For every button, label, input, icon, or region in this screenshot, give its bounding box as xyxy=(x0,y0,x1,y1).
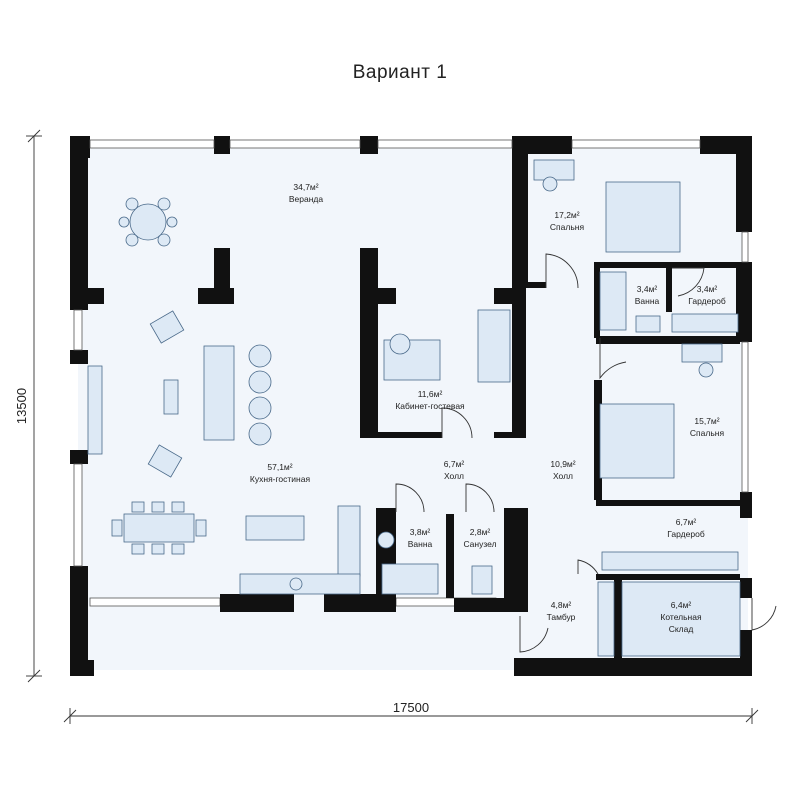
room-name-hall2: Холл xyxy=(553,471,573,481)
room-area-veranda: 34,7м² xyxy=(293,182,318,192)
width-dimension xyxy=(63,708,759,724)
room-area-bath2: 3,8м² xyxy=(410,527,431,537)
room-name-bedroom1: Спальня xyxy=(550,222,585,232)
room-name-study: Кабинет-гостевая xyxy=(395,401,465,411)
furniture xyxy=(87,159,741,657)
outer-walls xyxy=(70,136,752,676)
inner-walls xyxy=(86,154,740,658)
room-area-boiler: 6,4м² xyxy=(671,600,692,610)
room-labels: 34,7м² Веранда 17,2м² Спальня 3,4м² Ванн… xyxy=(250,182,726,634)
room-name-kitchen: Кухня-гостиная xyxy=(250,474,311,484)
room-area-kitchen: 57,1м² xyxy=(267,462,292,472)
room-name-wardrobe1: Гардероб xyxy=(688,296,726,306)
windows xyxy=(73,139,749,607)
room-area-bath1: 3,4м² xyxy=(637,284,658,294)
room-name-bath1: Ванна xyxy=(635,296,660,306)
room-name-hall1: Холл xyxy=(444,471,464,481)
room-area-vestibule: 4,8м² xyxy=(551,600,572,610)
room-area-bedroom2: 15,7м² xyxy=(694,416,719,426)
room-area-wc: 2,8м² xyxy=(470,527,491,537)
room-name2-boiler: Склад xyxy=(669,624,694,634)
room-name-veranda: Веранда xyxy=(289,194,324,204)
height-dimension xyxy=(26,129,42,683)
plan-title: Вариант 1 xyxy=(352,62,448,83)
width-label: 17500 xyxy=(393,700,429,715)
room-name-bath2: Ванна xyxy=(408,539,433,549)
doors xyxy=(395,253,777,653)
room-area-study: 11,6м² xyxy=(418,389,443,399)
room-area-hall2: 10,9м² xyxy=(550,459,575,469)
room-area-bedroom1: 17,2м² xyxy=(554,210,579,220)
room-name-wc: Санузел xyxy=(463,539,496,549)
height-label: 13500 xyxy=(14,388,29,424)
room-area-hall1: 6,7м² xyxy=(444,459,465,469)
room-name-boiler: Котельная xyxy=(660,612,702,622)
room-area-wardrobe2: 6,7м² xyxy=(676,517,697,527)
room-name-vestibule: Тамбур xyxy=(547,612,576,622)
room-area-wardrobe1: 3,4м² xyxy=(697,284,718,294)
room-name-wardrobe2: Гардероб xyxy=(667,529,705,539)
room-name-bedroom2: Спальня xyxy=(690,428,725,438)
